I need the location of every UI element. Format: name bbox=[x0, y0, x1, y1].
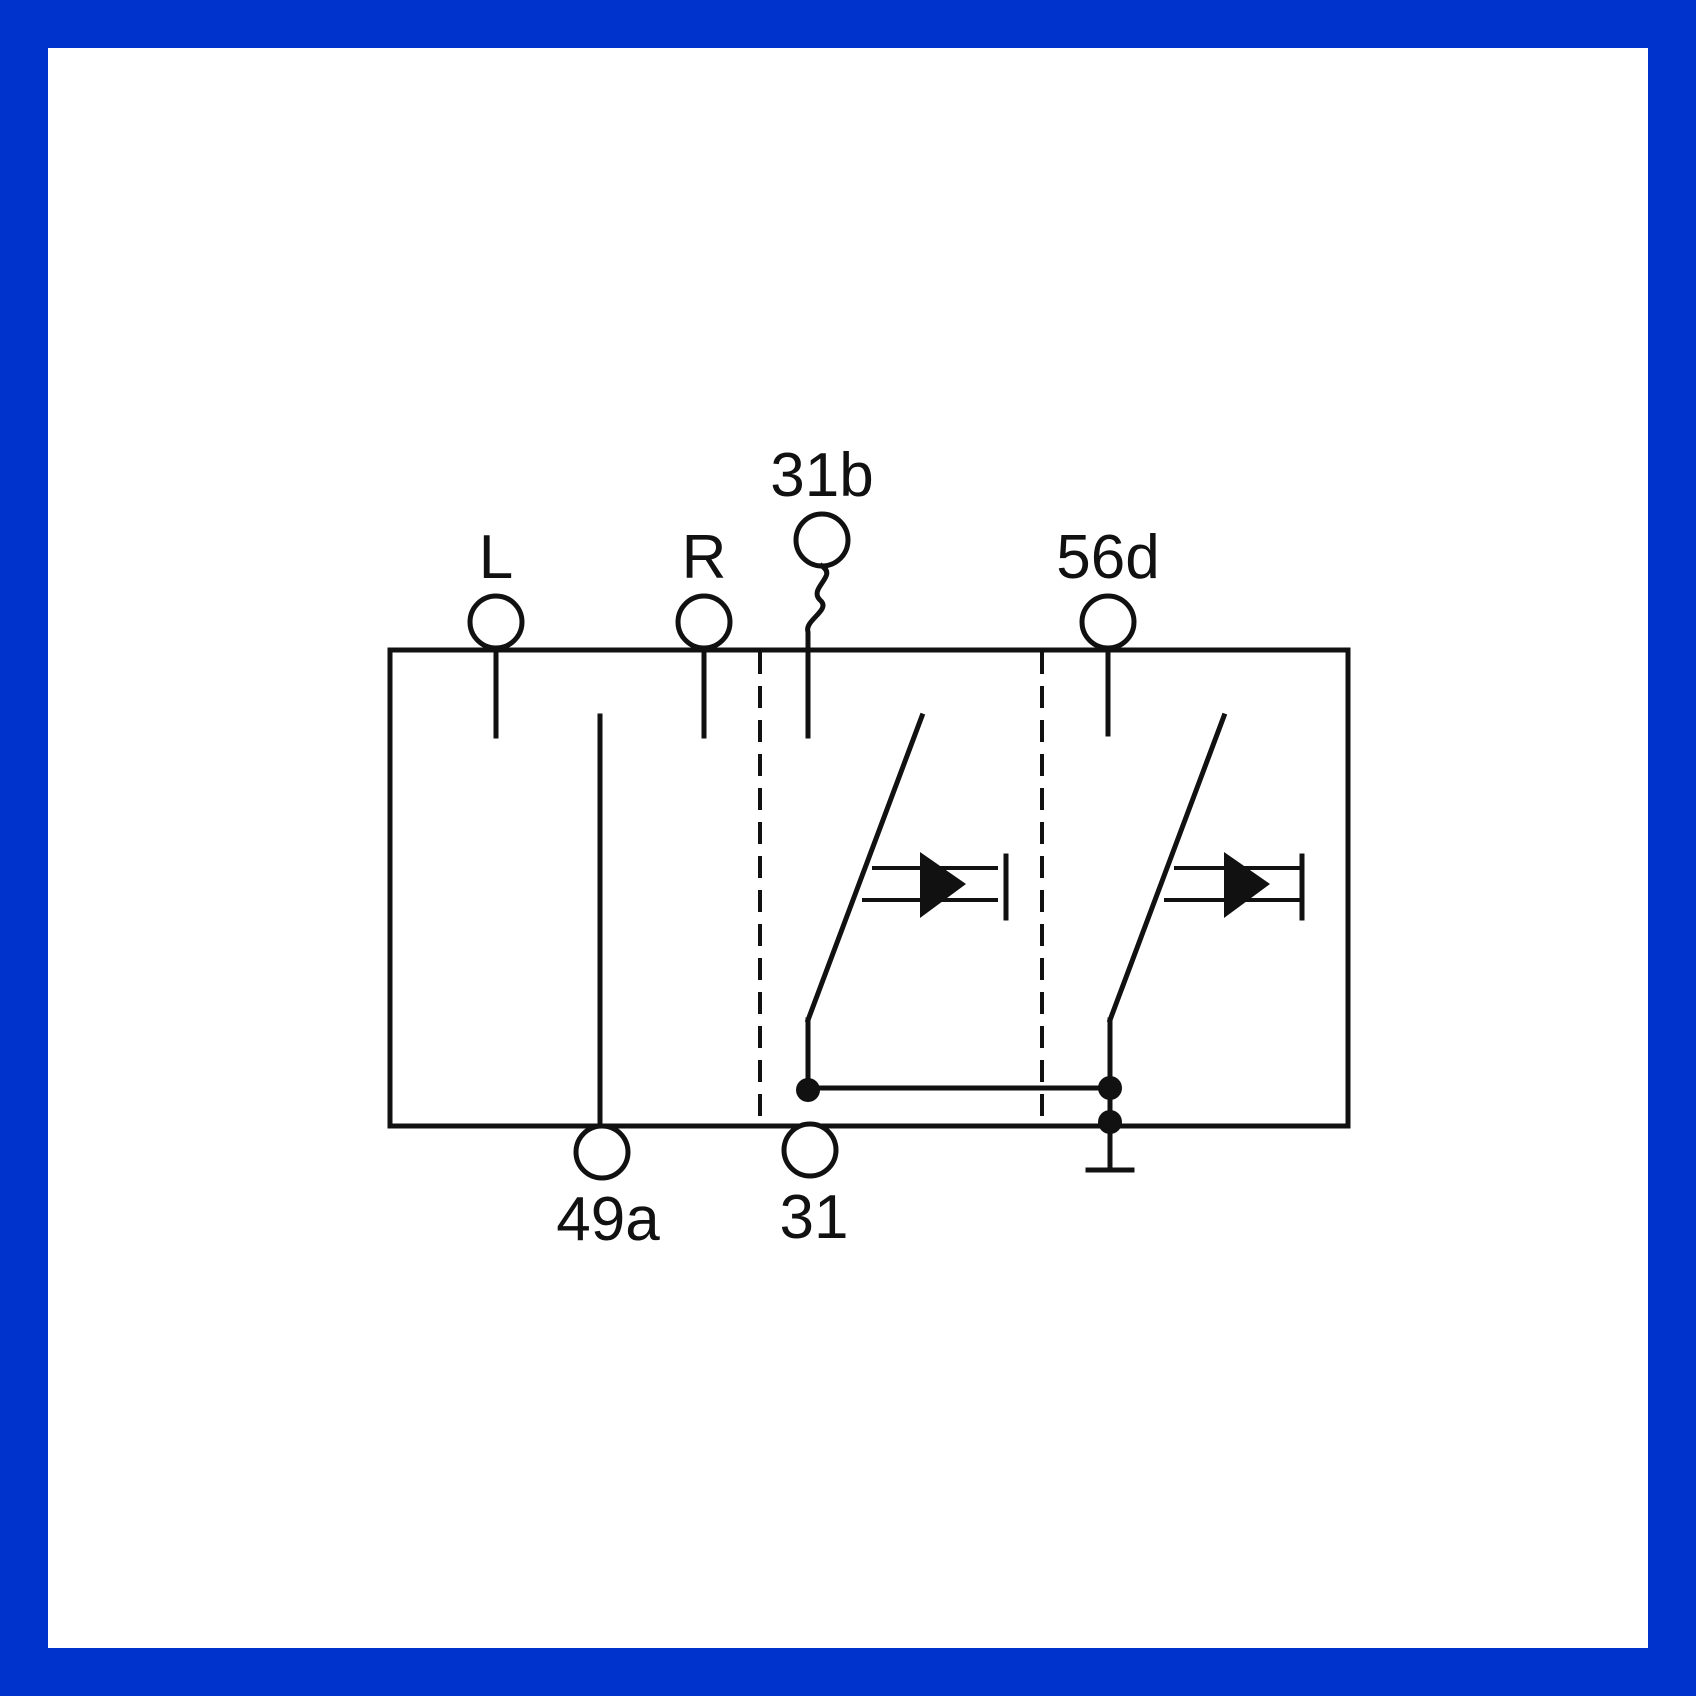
diagram-canvas: L R 31b 56d bbox=[48, 48, 1648, 1648]
terminal-label-31b: 31b bbox=[770, 441, 873, 510]
terminal-31: 31 bbox=[780, 1121, 849, 1252]
terminal-31b: 31b bbox=[770, 441, 874, 739]
terminal-label-31: 31 bbox=[780, 1183, 849, 1252]
terminal-49a: 49a bbox=[556, 713, 660, 1254]
terminal-R: R bbox=[675, 523, 733, 739]
switch-housing bbox=[387, 647, 1351, 1129]
common-bus bbox=[796, 1076, 1122, 1102]
terminal-L: L bbox=[467, 523, 525, 739]
ground-symbol bbox=[1085, 1085, 1135, 1173]
push-actuator-1 bbox=[862, 852, 1009, 921]
switch-contact-1 bbox=[804, 712, 926, 1091]
switch-wiring-diagram: L R 31b 56d bbox=[387, 441, 1351, 1254]
terminal-label-49a: 49a bbox=[556, 1185, 660, 1254]
push-actuator-2 bbox=[1164, 852, 1305, 921]
terminal-56d: 56d bbox=[1056, 523, 1160, 737]
switch-contact-2 bbox=[1106, 712, 1228, 1093]
terminal-label-56d: 56d bbox=[1056, 523, 1159, 592]
terminal-label-L: L bbox=[479, 523, 513, 592]
terminal-label-R: R bbox=[682, 523, 727, 592]
